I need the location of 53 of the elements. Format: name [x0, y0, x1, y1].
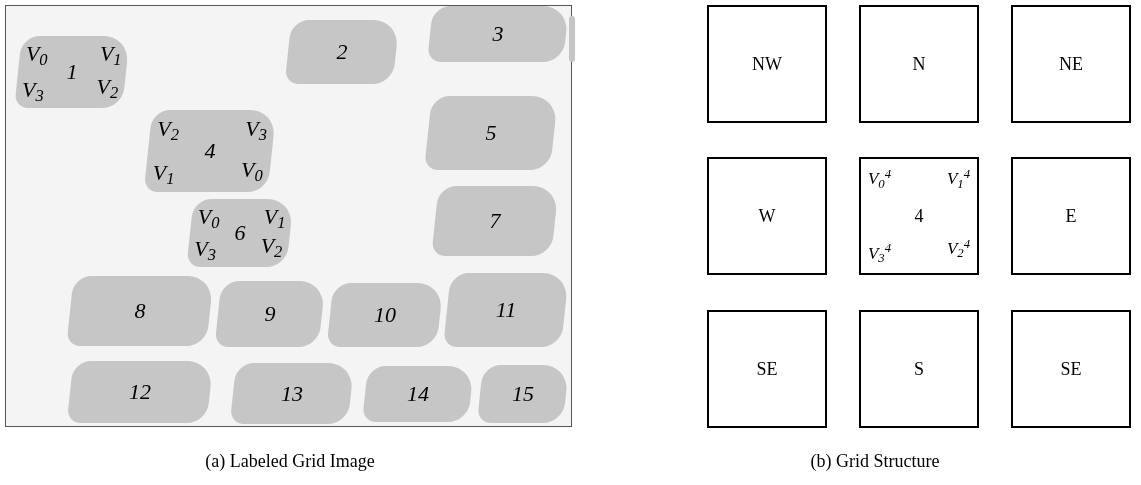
- region-number: 6: [234, 222, 246, 244]
- region-number: 5: [485, 122, 497, 144]
- region-number: NE: [1059, 55, 1083, 73]
- region-number: W: [758, 207, 776, 225]
- vertex-label: V$_{2}$: [260, 235, 283, 258]
- vertex-label: V$_{2}$: [157, 118, 180, 141]
- region-blob: [569, 16, 575, 62]
- region-number: 15: [512, 383, 534, 405]
- region-blob: [362, 366, 474, 422]
- region-number: 10: [374, 304, 396, 326]
- region-number: 8: [134, 300, 146, 322]
- vertex-label: V$_{3}$: [194, 238, 216, 261]
- grid-square: [707, 5, 827, 123]
- region-number: 11: [495, 299, 517, 321]
- region-number: SE: [756, 360, 778, 378]
- region-number: 4: [914, 207, 924, 225]
- region-number: 4: [204, 140, 216, 162]
- grid-square: [859, 310, 979, 428]
- region-number: 14: [407, 383, 429, 405]
- region-number: 1: [66, 61, 78, 83]
- region-number: 13: [281, 382, 303, 405]
- vertex-label: V$_{0}$: [197, 205, 220, 228]
- grid-square: [859, 5, 979, 123]
- grid-square: [859, 157, 979, 275]
- image-panel: [5, 5, 572, 427]
- grid-square: [1011, 157, 1131, 275]
- vertex-label: V$_{3}$: [22, 78, 45, 101]
- vertex-label: V$_{3}$: [245, 118, 267, 141]
- grid-square: [707, 310, 827, 428]
- region-number: 12: [129, 381, 151, 403]
- vertex-label: V$_{1}$: [99, 43, 122, 66]
- vertex-label: V$_{1}$: [264, 205, 286, 228]
- grid-square: [1011, 5, 1131, 123]
- region-number: 3: [492, 23, 504, 45]
- grid-square: [707, 157, 827, 275]
- caption: (a) Labeled Grid Image: [205, 450, 375, 473]
- region-blob: [443, 273, 569, 347]
- region-number: NW: [752, 55, 782, 73]
- region-blob: [427, 6, 569, 62]
- caption: (b) Grid Structure: [810, 450, 940, 473]
- region-number: S: [914, 360, 924, 378]
- vertex-label: V$_{0}$: [26, 43, 49, 66]
- grid-square: [1011, 310, 1131, 428]
- region-number: 9: [264, 303, 276, 325]
- vertex-label: V$_{1}$: [153, 161, 175, 184]
- region-blob: [66, 276, 214, 346]
- region-number: 2: [336, 41, 348, 63]
- region-number: N: [912, 55, 926, 73]
- vertex-label: V$_{0}$: [240, 158, 263, 181]
- region-number: 7: [489, 210, 501, 232]
- vertex-label: V$_{2}$: [96, 75, 118, 98]
- region-number: SE: [1060, 360, 1082, 378]
- region-number: E: [1065, 207, 1077, 225]
